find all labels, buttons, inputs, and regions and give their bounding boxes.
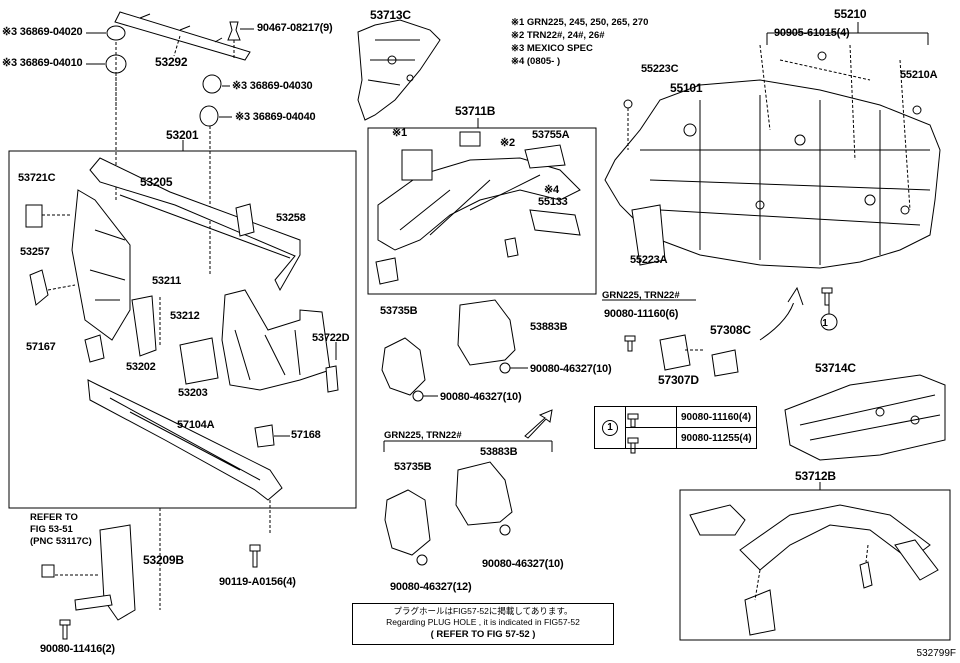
part-label[interactable]: 90080-11416(2): [40, 643, 115, 655]
part-label[interactable]: ※4: [544, 184, 559, 196]
part-label[interactable]: 57307D: [658, 373, 699, 387]
refer-line-3: (PNC 53117C): [30, 535, 92, 547]
circle-marker-label: 1: [822, 318, 828, 329]
part-label[interactable]: 55223A: [630, 254, 668, 266]
part-label[interactable]: 53209B: [143, 553, 184, 567]
note-2: ※2 TRN22#, 24#, 26#: [511, 30, 605, 41]
part-label[interactable]: 53711B: [455, 104, 496, 118]
refer-line-1: REFER TO: [30, 512, 78, 523]
part-label[interactable]: 53883B: [530, 321, 568, 333]
part-label[interactable]: ※3 36869-04040: [235, 111, 316, 123]
plug-note-en: Regarding PLUG HOLE , it is indicated in…: [386, 617, 580, 628]
part-label[interactable]: 53201: [166, 128, 199, 142]
part-label[interactable]: 53205: [140, 175, 173, 189]
table-row: 90080-11255(4): [595, 427, 757, 449]
part-label[interactable]: ※2: [500, 137, 515, 149]
part-label[interactable]: 55101: [670, 81, 703, 95]
part-label[interactable]: 55210A: [900, 69, 938, 81]
part-label[interactable]: 90119-A0156(4): [219, 576, 296, 588]
part-label[interactable]: 53257: [20, 246, 50, 258]
part-label[interactable]: 57168: [291, 429, 321, 441]
part-label[interactable]: 55223C: [641, 63, 679, 75]
catalog-id: 532799F: [916, 648, 956, 659]
plug-hole-note: プラグホールはFIG57-52に掲載してあります。 Regarding PLUG…: [352, 603, 614, 645]
note-4: ※4 (0805- ): [511, 56, 561, 67]
part-label[interactable]: 53211: [152, 275, 181, 287]
part-label[interactable]: 53721C: [18, 172, 56, 184]
part-label[interactable]: 90467-08217(9): [257, 22, 333, 34]
part-label[interactable]: 90080-11160(6): [604, 308, 679, 320]
part-label[interactable]: 90905-61015(4): [774, 27, 850, 39]
table-cell-part[interactable]: 90080-11255(4): [676, 427, 757, 449]
part-label[interactable]: 55210: [834, 7, 867, 21]
part-label[interactable]: 53735B: [394, 461, 432, 473]
part-label[interactable]: 90080-46327(10): [482, 558, 564, 570]
bolt-icon: [625, 406, 677, 428]
part-label[interactable]: 55133: [538, 196, 568, 208]
part-label[interactable]: 53735B: [380, 305, 418, 317]
frame-53712B: [679, 489, 951, 641]
part-label[interactable]: 53212: [170, 310, 200, 322]
part-label[interactable]: 53722D: [312, 332, 350, 344]
part-label[interactable]: 53203: [178, 387, 208, 399]
circle-marker: 1: [594, 406, 626, 449]
note-3: ※3 MEXICO SPEC: [511, 43, 593, 54]
part-label[interactable]: 53292: [155, 55, 188, 69]
refer-note: REFER TO FIG 53-51 (PNC 53117C): [30, 512, 92, 548]
part-label[interactable]: 53755A: [532, 129, 570, 141]
part-label[interactable]: 57167: [26, 341, 56, 353]
part-label[interactable]: 57104A: [177, 419, 215, 431]
part-label[interactable]: 53712B: [795, 469, 836, 483]
part-label[interactable]: 90080-46327(10): [530, 363, 612, 375]
refer-line-2: FIG 53-51: [30, 523, 73, 535]
part-label[interactable]: 53713C: [370, 8, 411, 22]
bolt-icon: [625, 427, 677, 449]
part-label[interactable]: 57308C: [710, 323, 751, 337]
table-row: 1 90080-11160(4): [594, 406, 757, 449]
plug-note-jp: プラグホールはFIG57-52に掲載してあります。: [393, 606, 573, 616]
part-label[interactable]: 53258: [276, 212, 306, 224]
part-label[interactable]: 90080-46327(12): [390, 581, 472, 593]
part-label[interactable]: 53714C: [815, 361, 856, 375]
group-label: GRN225, TRN22#: [602, 290, 680, 301]
part-label[interactable]: ※3 36869-04010: [2, 57, 83, 69]
part-label[interactable]: ※1: [392, 127, 407, 139]
group-label: GRN225, TRN22#: [384, 430, 462, 441]
part-label[interactable]: ※3 36869-04030: [232, 80, 313, 92]
part-label[interactable]: 53883B: [480, 446, 518, 458]
frame-53711B: [367, 127, 597, 295]
part-label[interactable]: 90080-46327(10): [440, 391, 522, 403]
part-label[interactable]: ※3 36869-04020: [2, 26, 83, 38]
plug-note-ref[interactable]: ( REFER TO FIG 57-52 ): [430, 628, 536, 640]
table-cell-part[interactable]: 90080-11160(4): [676, 406, 757, 428]
part-label[interactable]: 53202: [126, 361, 156, 373]
fastener-table: 1 90080-11160(4) 90080-11255(4): [594, 406, 757, 449]
note-1: ※1 GRN225, 245, 250, 265, 270: [511, 17, 649, 28]
